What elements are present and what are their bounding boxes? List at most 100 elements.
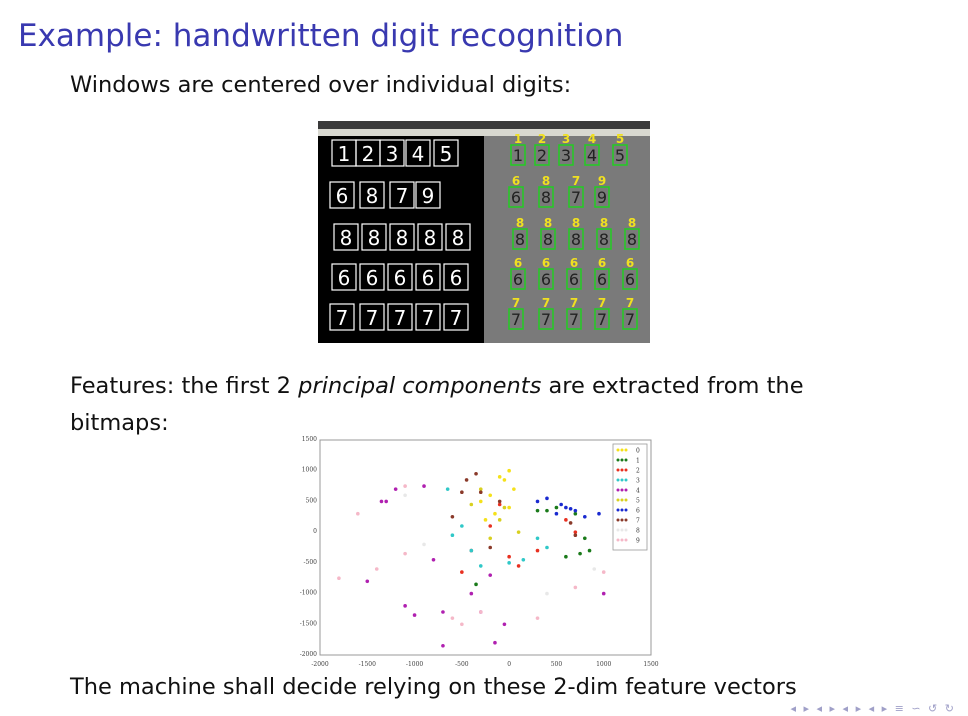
digit-label: 4 (588, 132, 596, 146)
data-point-class-2 (573, 530, 578, 534)
data-point-class-9 (460, 622, 464, 627)
recognized-box (566, 308, 582, 330)
detection-window (331, 263, 357, 291)
intro-text: Windows are centered over individual dig… (70, 72, 572, 98)
y-tick-label: -1000 (300, 590, 317, 597)
recognized-digit: 8 (541, 188, 551, 207)
data-point-class-2 (460, 570, 464, 574)
x-tick-label: -2000 (311, 661, 328, 668)
data-point-class-4 (412, 613, 417, 617)
conclusion-text: The machine shall decide relying on thes… (70, 674, 797, 700)
data-point-class-0 (512, 487, 516, 491)
data-point-class-4 (393, 487, 398, 491)
digit-label: 5 (616, 132, 624, 146)
recognized-digit: 7 (569, 310, 579, 329)
data-point-class-4 (502, 622, 507, 627)
detection-window (359, 263, 385, 291)
recognized-box (568, 186, 584, 208)
recognized-digit: 7 (625, 310, 635, 329)
data-point-class-1 (573, 511, 578, 516)
legend-label: 7 (636, 518, 640, 525)
recognized-box (508, 186, 524, 208)
detection-window (379, 139, 405, 167)
data-point-class-4 (488, 573, 493, 577)
digit-label: 7 (598, 296, 606, 310)
data-point-class-9 (601, 570, 606, 574)
data-point-class-7 (573, 533, 578, 538)
data-point-class-8 (545, 591, 549, 596)
data-point-class-5 (469, 502, 474, 507)
recognized-digit: 6 (541, 270, 551, 289)
handwritten-digit: 5 (440, 142, 453, 166)
recognized-box (534, 144, 550, 166)
detection-window (329, 303, 355, 331)
legend-marker (616, 518, 620, 522)
recognized-digit: 9 (597, 188, 607, 207)
slide-title: Example: handwritten digit recognition (18, 18, 624, 54)
data-point-class-7 (450, 514, 455, 519)
x-tick-label: -1000 (406, 661, 423, 668)
data-point-class-9 (478, 610, 483, 614)
features-emphasis: principal components (298, 373, 542, 399)
beamer-navigation-icons[interactable]: ◂ ▸ ◂ ▸ ◂ ▸ ◂ ▸ ≡ ∽ ↺ ↻ (790, 702, 956, 715)
legend-marker (620, 488, 624, 492)
plot-frame (319, 439, 652, 656)
handwritten-digit: 7 (396, 184, 409, 208)
data-point-class-8 (422, 542, 426, 547)
handwritten-digit: 6 (338, 266, 351, 290)
digit-label: 8 (572, 216, 580, 230)
handwritten-digit: 8 (366, 184, 379, 208)
recognized-digit: 7 (597, 310, 607, 329)
data-point-class-8 (403, 493, 407, 498)
data-point-class-4 (441, 610, 445, 614)
digit-label: 6 (626, 256, 634, 270)
handwritten-digit: 7 (366, 306, 379, 330)
detection-window (333, 223, 359, 251)
legend-marker (616, 448, 620, 452)
legend-marker (624, 458, 628, 462)
window-titlebars (318, 121, 650, 129)
digit-label: 8 (542, 174, 550, 188)
legend-label: 2 (636, 468, 640, 475)
legend-label: 6 (636, 508, 640, 515)
digit-label: 8 (544, 216, 552, 230)
data-point-class-5 (516, 530, 521, 534)
detection-window (415, 303, 441, 331)
recognized-box (510, 144, 526, 166)
data-point-class-0 (497, 475, 502, 479)
data-point-class-2 (507, 554, 511, 559)
handwritten-digit: 7 (336, 306, 349, 330)
data-point-class-9 (403, 484, 407, 488)
legend-marker (620, 508, 624, 512)
legend-label: 5 (636, 498, 640, 505)
legend-marker (620, 458, 624, 462)
handwritten-digit: 7 (450, 306, 463, 330)
legend-marker (624, 468, 628, 472)
legend-marker (620, 528, 624, 532)
recognized-digit: 4 (587, 146, 597, 165)
recognized-box (594, 308, 610, 330)
recognized-box (594, 186, 610, 208)
data-point-class-6 (564, 505, 568, 510)
data-point-class-9 (535, 616, 540, 620)
digit-label: 6 (598, 256, 606, 270)
recognized-box (622, 308, 638, 330)
y-tick-label: -2000 (300, 651, 317, 658)
legend-marker (624, 528, 628, 532)
recognized-box (508, 308, 524, 330)
features-suffix: are extracted from the (541, 373, 804, 399)
data-point-class-9 (573, 585, 578, 590)
digit-label: 8 (516, 216, 524, 230)
legend-marker (620, 498, 624, 502)
legend-label: 8 (636, 528, 640, 535)
legend-label: 4 (636, 488, 640, 495)
data-point-class-3 (450, 533, 455, 538)
handwritten-digit: 6 (394, 266, 407, 290)
legend-marker (616, 498, 620, 502)
data-point-class-0 (507, 468, 511, 473)
data-point-class-1 (554, 505, 559, 510)
data-point-class-9 (374, 567, 379, 571)
data-point-class-6 (568, 507, 573, 511)
legend-label: 0 (636, 448, 640, 455)
